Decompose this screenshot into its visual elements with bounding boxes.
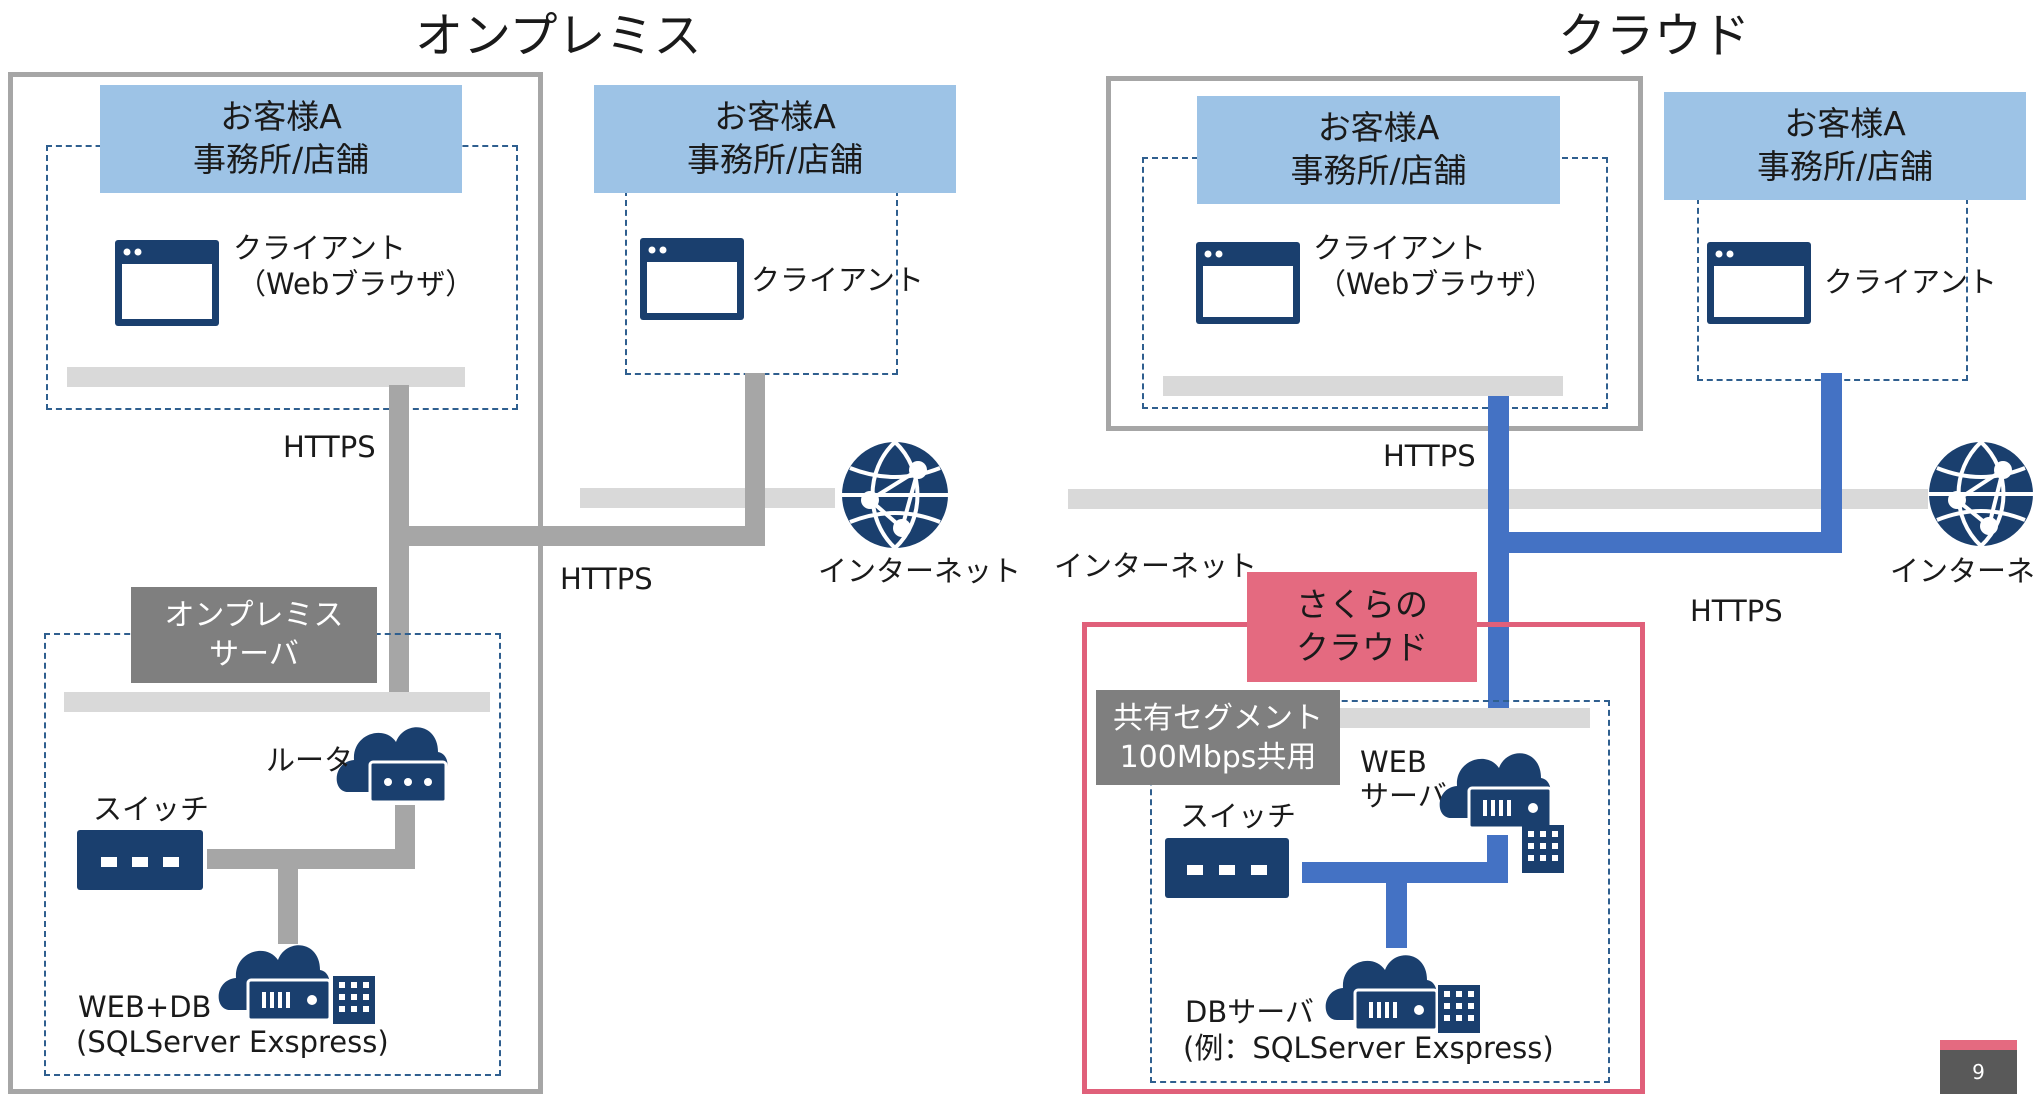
cloud-remote-line-v xyxy=(1821,373,1842,553)
onprem-customer-label: お客様A 事務所/店舗 xyxy=(100,85,462,193)
office-lan-bar xyxy=(67,367,465,387)
switch-icon xyxy=(77,830,203,890)
shared-segment-line2: 100Mbps共用 xyxy=(1119,739,1317,775)
customer-name: お客様A xyxy=(714,97,836,137)
customer-name: お客様A xyxy=(220,97,342,137)
browser-window-icon xyxy=(1196,242,1300,324)
server-rack-icon xyxy=(1522,825,1564,873)
cloud-customer-label: お客様A 事務所/店舗 xyxy=(1197,96,1560,204)
https-label: HTTPS xyxy=(1383,439,1476,473)
customer-office-type: 事務所/店舗 xyxy=(1290,151,1467,190)
browser-window-icon xyxy=(115,240,219,326)
shared-segment-area xyxy=(1150,700,1610,1083)
https-label: HTTPS xyxy=(283,430,376,464)
browser-window-icon xyxy=(1707,242,1811,324)
cloud-router-icon xyxy=(336,727,448,804)
sakura-cloud-line2: クラウド xyxy=(1296,628,1428,667)
server-lan-bar xyxy=(64,692,490,712)
web-db-label: WEB+DB xyxy=(78,990,212,1024)
web-server-sub-label: サーバ xyxy=(1360,779,1447,813)
client-browser-label: （Webブラウザ） xyxy=(237,267,475,301)
internet-label: インターネット xyxy=(818,554,1022,588)
client-browser-label: （Webブラウザ） xyxy=(1317,267,1555,301)
sakura-cloud-line1: さくらの xyxy=(1296,585,1428,625)
sakura-cloud-tag: さくらの クラウド xyxy=(1247,572,1477,682)
title-onprem: オンプレミス xyxy=(415,8,702,64)
remote-customer-label: お客様A 事務所/店舗 xyxy=(594,85,956,193)
shared-segment-line1: 共有セグメント xyxy=(1113,700,1323,736)
onprem-server-line2: サーバ xyxy=(209,637,299,672)
onprem-internet-line xyxy=(389,526,765,546)
internet-bar xyxy=(580,488,835,508)
customer-name: お客様A xyxy=(1317,108,1440,148)
web-db-sub-label: (SQLServer Exspress) xyxy=(76,1025,389,1059)
cloud-office-frame xyxy=(1106,76,1643,431)
client-label: クライアント xyxy=(233,231,406,265)
cloud-office-line xyxy=(1488,396,1509,716)
cloud-server-icon xyxy=(218,945,332,1022)
client-label: クライアント xyxy=(1313,231,1486,265)
switch-server-line xyxy=(278,867,298,944)
office-lan-bar xyxy=(1163,376,1563,396)
cloud-server-icon xyxy=(1439,753,1553,830)
cloud-server-icon xyxy=(1325,955,1439,1032)
title-cloud: クラウド xyxy=(1558,8,1751,64)
customer-office-type: 事務所/店舗 xyxy=(192,140,370,179)
onprem-server-line1: オンプレミス xyxy=(164,598,344,633)
server-rack-icon xyxy=(333,976,375,1024)
page-number: 9 xyxy=(1940,1050,2017,1094)
switch-db-line xyxy=(1386,880,1407,948)
onprem-outer-frame xyxy=(8,72,543,1094)
client-label: クライアント xyxy=(751,263,924,297)
switch-label: スイッチ xyxy=(1180,799,1297,833)
client-label: クライアント xyxy=(1824,265,1997,299)
cloud-remote-customer-label: お客様A 事務所/店舗 xyxy=(1664,92,2026,200)
cloud-remote-line-h xyxy=(1488,532,1842,553)
globe-network-icon xyxy=(842,440,948,550)
internet-label: インターネット xyxy=(1890,554,2039,588)
shared-segment-bar xyxy=(1320,708,1590,728)
https-label: HTTPS xyxy=(560,562,653,596)
switch-web-line-v xyxy=(1487,835,1508,883)
customer-office-type: 事務所/店舗 xyxy=(1756,147,1934,186)
switch-web-line-h xyxy=(1302,862,1508,883)
page-number-accent xyxy=(1940,1040,2017,1050)
switch-icon xyxy=(1165,838,1289,898)
customer-office-type: 事務所/店舗 xyxy=(686,140,864,179)
db-server-label: DBサーバ xyxy=(1185,995,1314,1029)
onprem-server-tag: オンプレミス サーバ xyxy=(131,587,377,683)
server-rack-icon xyxy=(1438,985,1480,1033)
router-label: ルータ xyxy=(266,743,354,777)
https-label: HTTPS xyxy=(1690,594,1783,628)
shared-segment-tag: 共有セグメント 100Mbps共用 xyxy=(1096,690,1340,785)
switch-router-line-v xyxy=(395,805,415,869)
remote-client-line xyxy=(745,373,765,546)
switch-label: スイッチ xyxy=(93,792,210,826)
globe-network-icon xyxy=(1929,440,2033,548)
web-server-label: WEB xyxy=(1360,745,1427,779)
internet-label: インターネット xyxy=(1054,549,1258,583)
browser-window-icon xyxy=(640,238,744,320)
db-server-sub-label: (例：SQLServer Exspress) xyxy=(1183,1031,1554,1065)
switch-router-line-h xyxy=(207,849,415,869)
customer-name: お客様A xyxy=(1784,104,1906,144)
